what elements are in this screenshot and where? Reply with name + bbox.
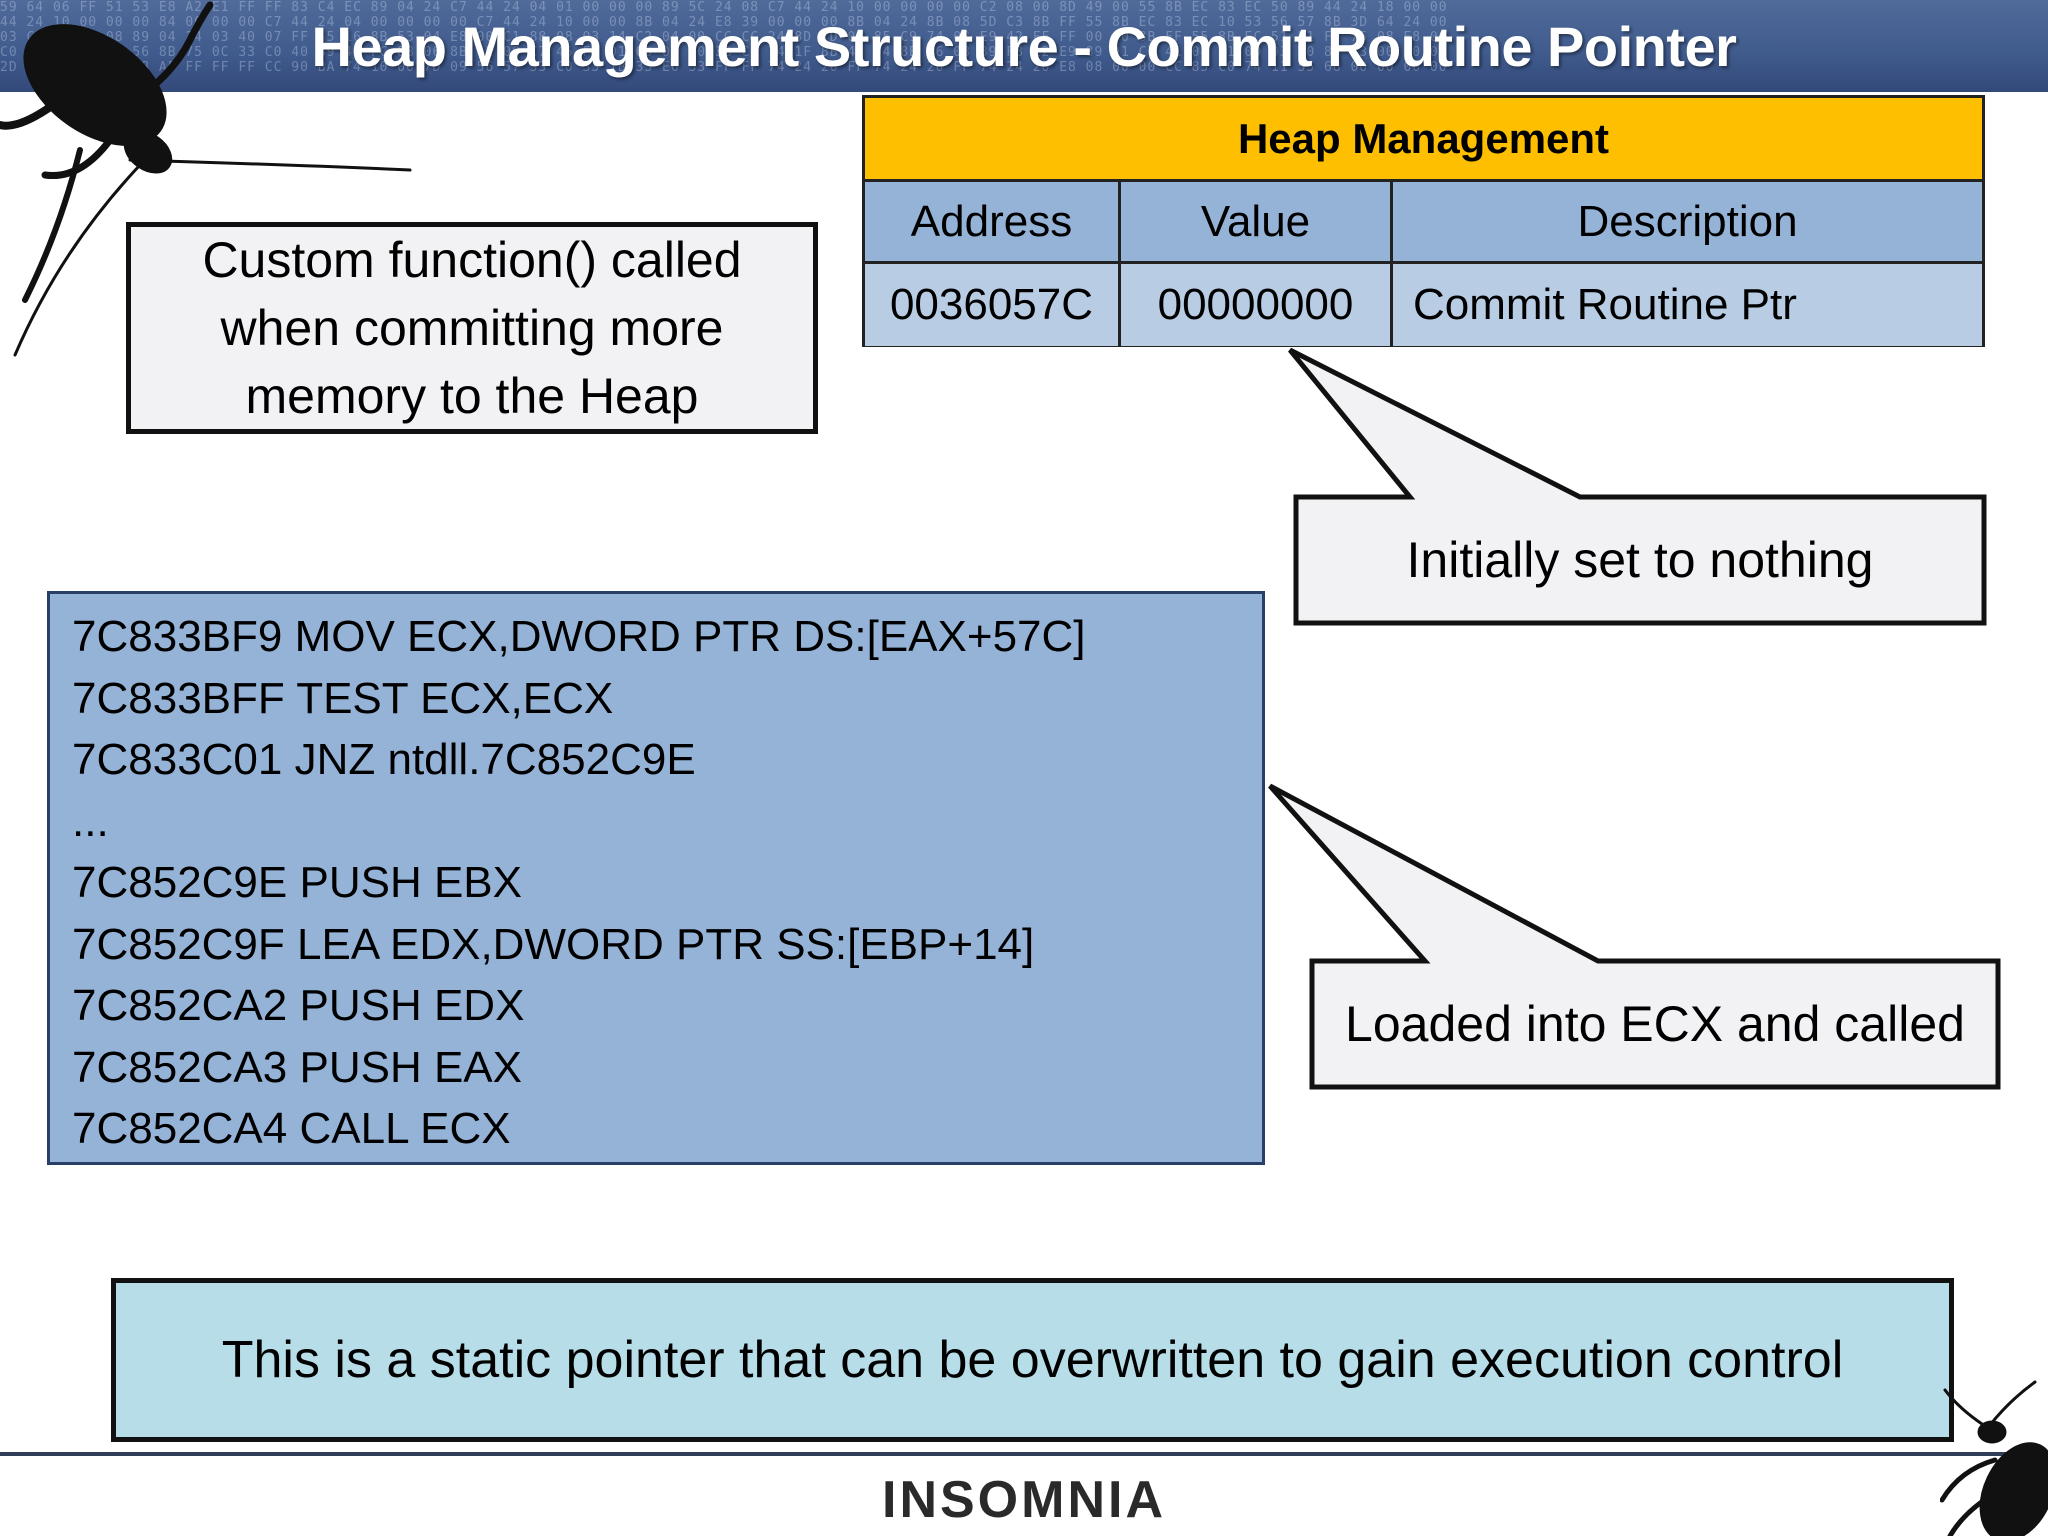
asm-line: 7C833C01 JNZ ntdll.7C852C9E	[72, 735, 696, 784]
column-header-value: Value	[1121, 182, 1393, 261]
table-row: 0036057C 00000000 Commit Routine Ptr	[865, 264, 1982, 346]
asm-line: 7C852C9E PUSH EBX	[72, 858, 522, 907]
callout-value-note: Initially set to nothing	[1406, 532, 1874, 588]
cockroach-icon	[0, 1, 412, 357]
note-text: This is a static pointer that can be ove…	[221, 1331, 1844, 1389]
asm-line: 7C852CA2 PUSH EDX	[72, 981, 525, 1030]
cell-address: 0036057C	[865, 264, 1121, 346]
cell-value: 00000000	[1121, 264, 1393, 346]
info-box: Custom function() called when committing…	[126, 222, 818, 434]
footer-divider	[0, 1452, 2048, 1456]
note-box: This is a static pointer that can be ove…	[111, 1278, 1954, 1442]
asm-line: 7C852C9F LEA EDX,DWORD PTR SS:[EBP+14]	[72, 919, 1035, 969]
info-line: Custom function() called	[202, 232, 742, 288]
table-title: Heap Management	[865, 98, 1982, 182]
callout-asm-note: Loaded into ECX and called	[1345, 996, 1965, 1052]
column-header-address: Address	[865, 182, 1121, 261]
info-line: memory to the Heap	[245, 368, 699, 424]
asm-line: ...	[72, 796, 109, 846]
asm-line: 7C852CA3 PUSH EAX	[72, 1042, 522, 1092]
asm-line: 7C833BFF TEST ECX,ECX	[72, 673, 614, 723]
asm-line: 7C833BF9 MOV ECX,DWORD PTR DS:[EAX+57C]	[72, 612, 1086, 661]
table-header-row: Address Value Description	[865, 182, 1982, 264]
cockroach-icon	[1940, 1380, 2048, 1536]
asm-line: 7C852CA4 CALL ECX	[72, 1104, 511, 1153]
brand-logo: INSOMNIA	[882, 1471, 1166, 1529]
slide-title: Heap Management Structure - Commit Routi…	[311, 15, 1737, 78]
info-line: when committing more	[220, 300, 724, 356]
assembly-listing: 7C833BF9 MOV ECX,DWORD PTR DS:[EAX+57C] …	[47, 591, 1265, 1165]
heap-management-table: Heap Management Address Value Descriptio…	[862, 95, 1985, 347]
column-header-description: Description	[1577, 196, 1798, 246]
cell-description: Commit Routine Ptr	[1413, 280, 1797, 329]
